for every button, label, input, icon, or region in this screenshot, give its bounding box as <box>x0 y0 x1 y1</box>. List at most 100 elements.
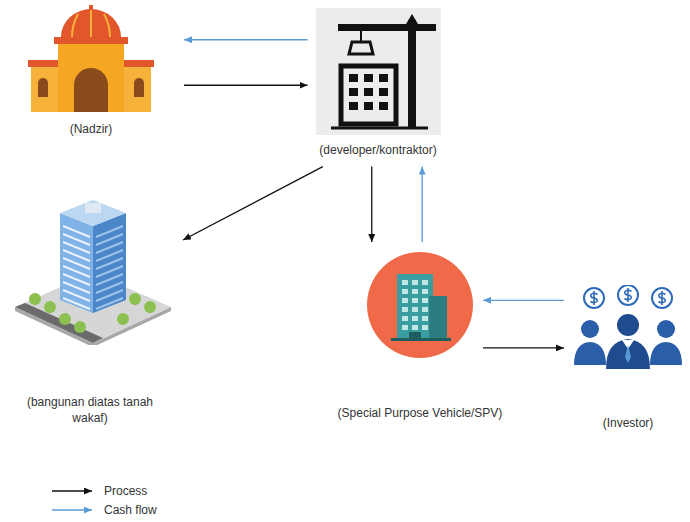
legend-sample <box>50 486 96 496</box>
investor-icon <box>572 285 684 370</box>
site-window <box>379 102 388 110</box>
church-door <box>74 68 108 112</box>
process-arrow <box>183 167 323 240</box>
crane-jib <box>338 24 436 31</box>
legend-line <box>52 490 92 491</box>
dollar-symbol <box>591 291 598 305</box>
crane-top <box>406 14 418 24</box>
dollar-symbol <box>625 288 632 302</box>
site-window <box>364 74 373 82</box>
church-window <box>38 78 48 97</box>
spv-window <box>422 298 428 303</box>
spv-window <box>422 316 428 321</box>
crane-mast <box>408 20 416 128</box>
church-window <box>134 78 144 97</box>
tree <box>129 293 141 305</box>
legend-sample <box>50 505 96 515</box>
tower-icon <box>5 195 175 345</box>
crane-load <box>349 42 373 54</box>
cash-flow-arrow <box>422 167 423 242</box>
coin <box>652 288 672 308</box>
tower-right-face <box>93 213 126 313</box>
developer-node: (developer/kontraktor) <box>286 8 470 159</box>
legend-line <box>52 509 92 510</box>
spv-window <box>402 325 408 330</box>
spv-window <box>402 316 408 321</box>
church-dome <box>61 9 121 37</box>
site-window <box>349 102 358 110</box>
window-band <box>96 298 123 309</box>
spv-window <box>422 280 428 285</box>
person-body <box>574 342 606 365</box>
tower-left-face <box>60 213 93 313</box>
spv-window <box>402 289 408 294</box>
person-head <box>581 320 599 338</box>
legend-label: Cash flow <box>104 503 157 517</box>
spv-window <box>412 325 418 330</box>
site-building <box>341 66 396 124</box>
tree <box>59 313 71 325</box>
site-window <box>379 74 388 82</box>
church-cornice <box>54 37 128 44</box>
node-label: (bangunan diatas tanah wakaf) <box>20 395 160 426</box>
legend-row: Cash flow <box>50 500 157 519</box>
cash-flow-arrow <box>483 300 564 301</box>
spv-window <box>402 298 408 303</box>
cash-flow-arrow <box>184 39 308 40</box>
legend: ProcessCash flow <box>50 481 157 519</box>
spv-window <box>422 325 428 330</box>
site-window <box>364 88 373 96</box>
coin <box>618 285 638 305</box>
church-icon <box>6 5 176 112</box>
person-body <box>650 342 682 365</box>
process-arrow <box>371 167 372 242</box>
spv-base <box>391 338 451 341</box>
spv-window <box>402 280 408 285</box>
spv-window <box>422 307 428 312</box>
coin <box>584 288 604 308</box>
tree <box>29 293 41 305</box>
crane-icon <box>316 8 441 135</box>
person-body <box>606 339 650 369</box>
person-tie <box>625 345 631 363</box>
node-label: (Nadzir) <box>2 122 180 138</box>
window-band <box>63 298 90 309</box>
church-wing <box>31 65 151 112</box>
spv-window <box>402 307 408 312</box>
node-label: (Special Purpose Vehicle/SPV) <box>306 406 534 422</box>
nadzir-node: (Nadzir) <box>2 5 180 138</box>
node-label: (Investor) <box>568 416 688 432</box>
roof-box <box>85 203 101 213</box>
tree <box>74 321 86 333</box>
process-arrow <box>483 347 564 348</box>
site-window <box>379 88 388 96</box>
spv-window <box>412 289 418 294</box>
node-label: (developer/kontraktor) <box>286 143 470 159</box>
tree <box>44 301 56 313</box>
investor-node: (Investor) <box>568 285 688 432</box>
site-window <box>349 74 358 82</box>
tree <box>144 301 156 313</box>
spv-window <box>412 298 418 303</box>
ground-line <box>331 127 428 130</box>
spv-window <box>412 307 418 312</box>
legend-label: Process <box>104 484 147 498</box>
tree <box>117 313 129 325</box>
church-dome-rib <box>72 10 110 37</box>
site-window <box>364 102 373 110</box>
site-window <box>349 88 358 96</box>
spv-annex <box>429 296 447 338</box>
church-tower <box>58 41 124 112</box>
spv-tower <box>397 274 433 338</box>
icon-ground <box>316 8 441 135</box>
person-head <box>657 320 675 338</box>
spv-window <box>412 280 418 285</box>
spv-icon <box>365 250 475 360</box>
legend-row: Process <box>50 481 157 500</box>
building-node: (bangunan diatas tanah wakaf) <box>5 195 175 426</box>
person-head <box>617 314 639 336</box>
spv-circle <box>367 252 473 358</box>
dollar-symbol <box>659 291 666 305</box>
spv-node: (Special Purpose Vehicle/SPV) <box>306 250 534 422</box>
spv-window <box>412 316 418 321</box>
